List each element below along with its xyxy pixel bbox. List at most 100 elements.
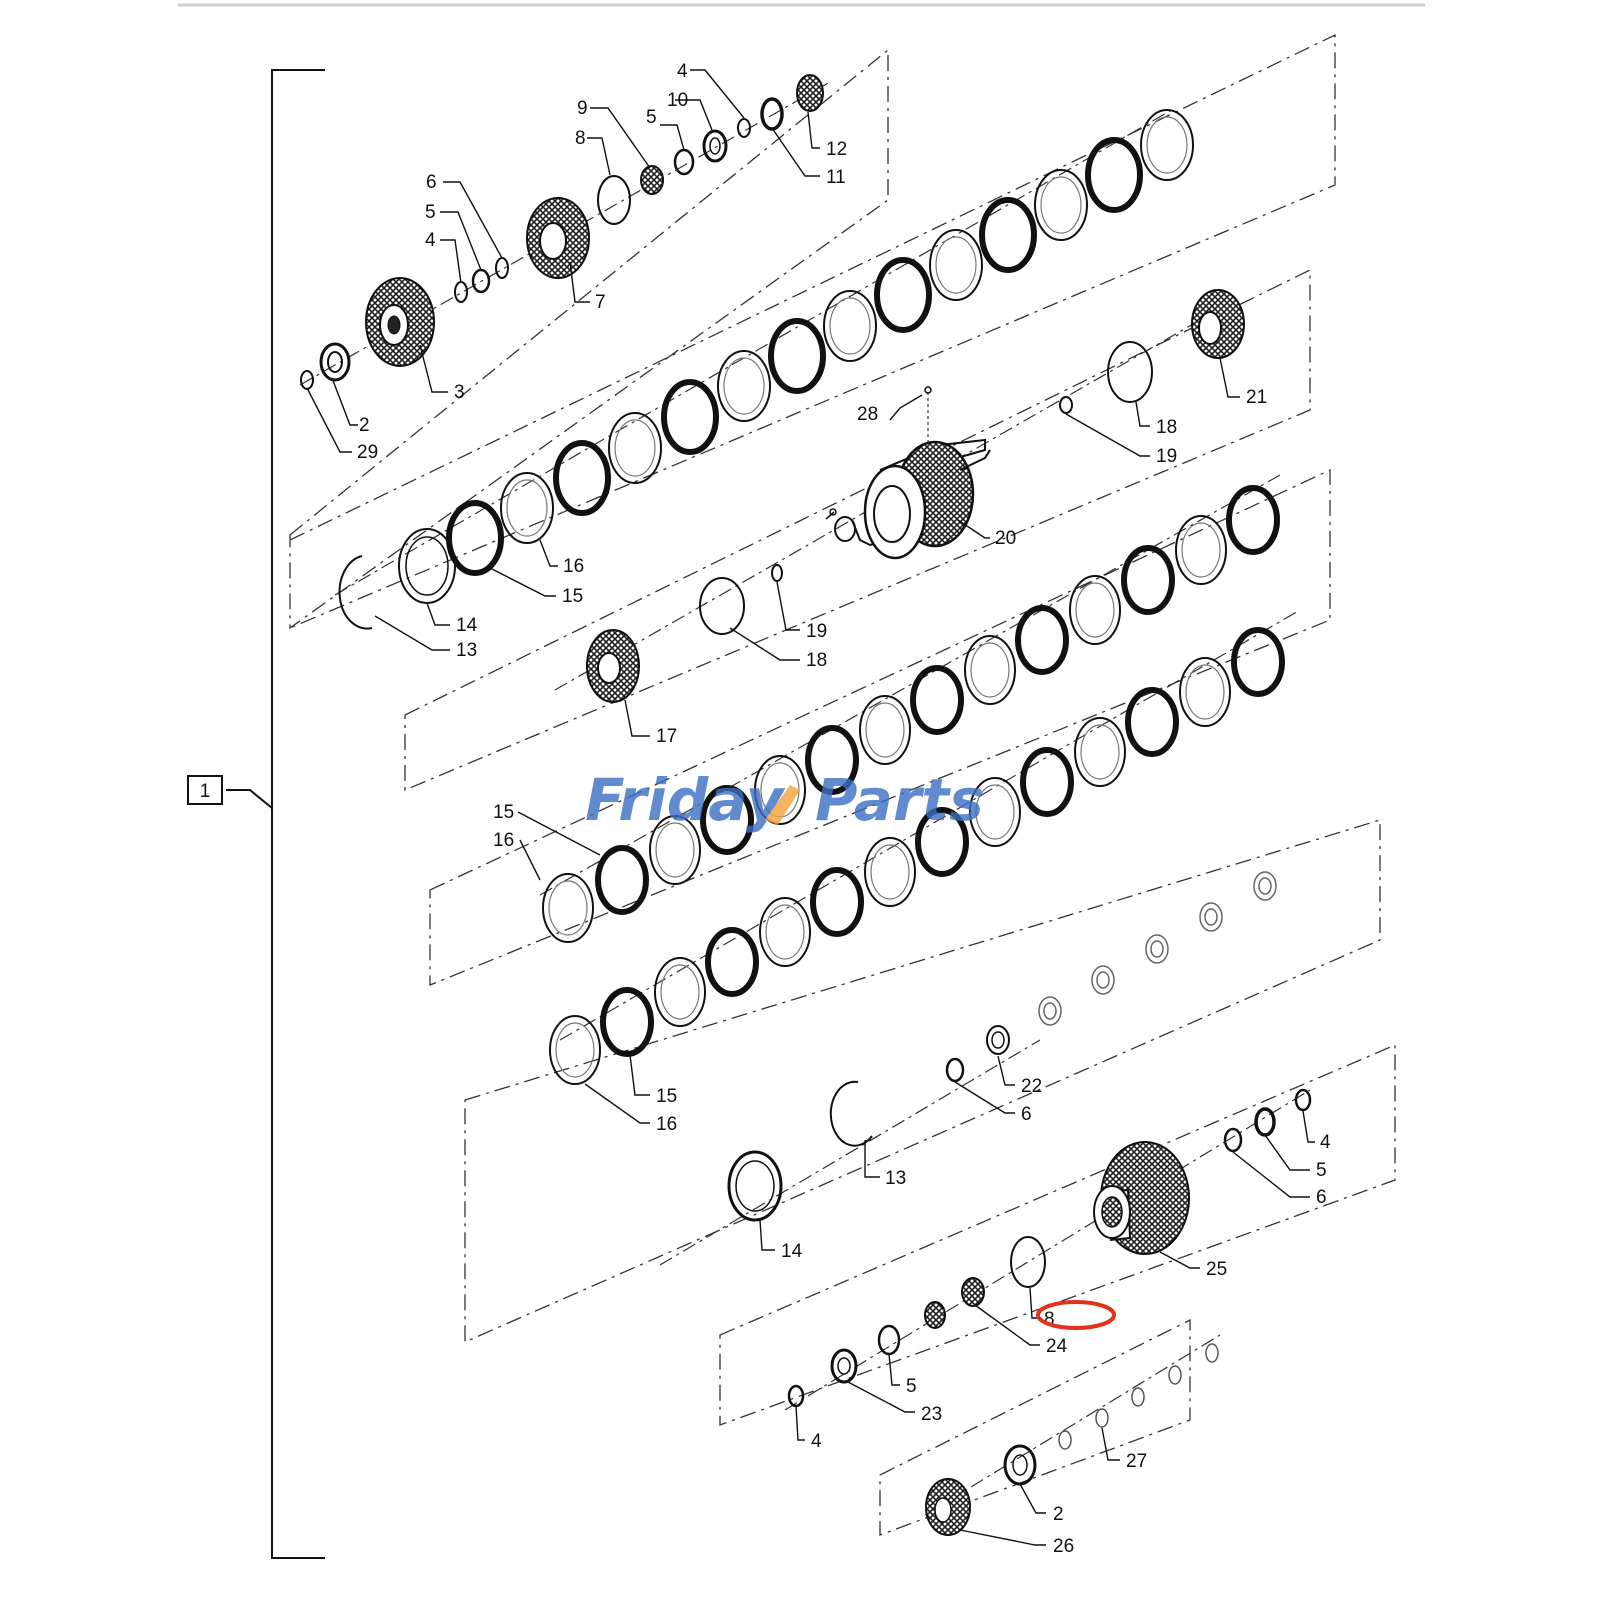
assembly-bracket bbox=[226, 69, 325, 1559]
callout-14: 14 bbox=[781, 1241, 803, 1262]
frame-7 bbox=[879, 1318, 1191, 1536]
shim-22 bbox=[986, 1025, 1010, 1055]
callout-5: 5 bbox=[646, 107, 657, 128]
callout-13: 13 bbox=[456, 640, 477, 661]
shim-stack bbox=[1038, 871, 1277, 1026]
gear-25 bbox=[1093, 1141, 1190, 1255]
needle-bearing-24b bbox=[961, 1277, 985, 1307]
bearing-10 bbox=[702, 129, 728, 163]
callout-10: 10 bbox=[667, 90, 688, 111]
callout-16: 16 bbox=[563, 556, 584, 577]
ring-11 bbox=[760, 97, 784, 131]
circlip-19a bbox=[1059, 396, 1073, 414]
callout-2: 2 bbox=[359, 415, 370, 436]
highlight-circle bbox=[1036, 1300, 1116, 1330]
callout-28: 28 bbox=[857, 404, 878, 425]
washer-5b bbox=[673, 148, 695, 176]
callout-21: 21 bbox=[1246, 387, 1267, 408]
callout-18: 18 bbox=[806, 650, 827, 671]
callout-27: 27 bbox=[1126, 1451, 1147, 1472]
watermark-text-a: Friday bbox=[585, 766, 786, 834]
callout-26: 26 bbox=[1053, 1536, 1074, 1557]
callout-7: 7 bbox=[595, 292, 606, 313]
row6-parts bbox=[727, 871, 1277, 1222]
callout-13: 13 bbox=[885, 1168, 906, 1189]
frame-3 bbox=[404, 268, 1311, 791]
callout-6: 6 bbox=[1021, 1104, 1032, 1125]
callout-8: 8 bbox=[575, 128, 586, 149]
ring-6c bbox=[1223, 1127, 1243, 1153]
gear-7 bbox=[526, 197, 590, 279]
gear-12 bbox=[796, 74, 824, 112]
row4-discs bbox=[542, 485, 1280, 943]
callout-4: 4 bbox=[677, 61, 688, 82]
snap-ring-4c bbox=[1294, 1088, 1312, 1112]
callout-25: 25 bbox=[1206, 1259, 1227, 1280]
callout-14: 14 bbox=[456, 615, 478, 636]
callout-8: 8 bbox=[1044, 1309, 1055, 1330]
bearing-2b bbox=[1003, 1444, 1037, 1486]
frame-1 bbox=[289, 48, 889, 630]
row5-discs bbox=[549, 627, 1285, 1085]
friction-disc-15a bbox=[446, 500, 504, 576]
callout-2: 2 bbox=[1053, 1504, 1064, 1525]
seal-8b bbox=[1010, 1236, 1046, 1288]
row3-parts bbox=[586, 289, 1245, 703]
callout-15: 15 bbox=[562, 586, 583, 607]
assembly-label-box[interactable]: 1 bbox=[187, 775, 223, 805]
callout-16: 16 bbox=[656, 1114, 677, 1135]
callout-4: 4 bbox=[425, 230, 436, 251]
leader-lines bbox=[306, 69, 1315, 1546]
callout-4: 4 bbox=[811, 1431, 822, 1452]
ring-6a bbox=[495, 257, 509, 279]
callout-4: 4 bbox=[1320, 1132, 1331, 1153]
callout-15: 15 bbox=[656, 1086, 677, 1107]
snap-ring-29 bbox=[300, 370, 314, 390]
frame-6 bbox=[719, 1044, 1396, 1426]
gear-3 bbox=[365, 277, 435, 367]
snap-ring-18b bbox=[699, 577, 745, 635]
circlip-19b bbox=[771, 564, 783, 582]
callout-24: 24 bbox=[1046, 1336, 1068, 1357]
callout-9: 9 bbox=[577, 98, 588, 119]
steel-plate-16a bbox=[500, 472, 554, 544]
shims-27 bbox=[1058, 1343, 1219, 1450]
callout-15: 15 bbox=[493, 802, 514, 823]
watermark-logo: Friday Parts bbox=[585, 766, 984, 834]
thrust-washer-14b bbox=[727, 1150, 783, 1222]
needle-bearing-24a bbox=[924, 1301, 946, 1329]
seal-8a bbox=[597, 175, 631, 225]
ring-6b bbox=[945, 1057, 965, 1083]
gear-26 bbox=[925, 1478, 971, 1536]
callout-3: 3 bbox=[454, 382, 465, 403]
bearing-2 bbox=[319, 342, 351, 382]
pin-28 bbox=[924, 386, 932, 490]
callout-16: 16 bbox=[493, 830, 514, 851]
watermark-swoosh bbox=[765, 785, 800, 825]
callout-12: 12 bbox=[826, 139, 847, 160]
bearing-17 bbox=[586, 629, 640, 703]
watermark-text-b: Parts bbox=[815, 766, 984, 834]
washer-5d bbox=[877, 1324, 901, 1356]
bearing-21 bbox=[1191, 289, 1245, 359]
bearing-23 bbox=[830, 1348, 858, 1384]
washer-5c bbox=[1254, 1107, 1276, 1137]
assembly-label: 1 bbox=[200, 781, 211, 802]
row8-parts bbox=[925, 1343, 1219, 1536]
callout-23: 23 bbox=[921, 1404, 942, 1425]
callout-labels: 29 2 3 4 5 6 7 8 9 5 10 4 11 12 13 14 15… bbox=[357, 61, 1331, 1557]
snap-ring-13a bbox=[338, 555, 373, 630]
callout-5: 5 bbox=[425, 202, 436, 223]
callout-17: 17 bbox=[656, 726, 677, 747]
snap-ring-4a bbox=[454, 281, 468, 303]
callout-19: 19 bbox=[1156, 446, 1177, 467]
callout-20: 20 bbox=[995, 528, 1016, 549]
snap-ring-13b bbox=[829, 1080, 873, 1147]
callout-18: 18 bbox=[1156, 417, 1177, 438]
frame-5 bbox=[464, 819, 1381, 1343]
callout-19: 19 bbox=[806, 621, 827, 642]
row1-parts bbox=[300, 74, 824, 390]
row7-parts bbox=[787, 1088, 1312, 1408]
row2-discs bbox=[338, 109, 1194, 630]
